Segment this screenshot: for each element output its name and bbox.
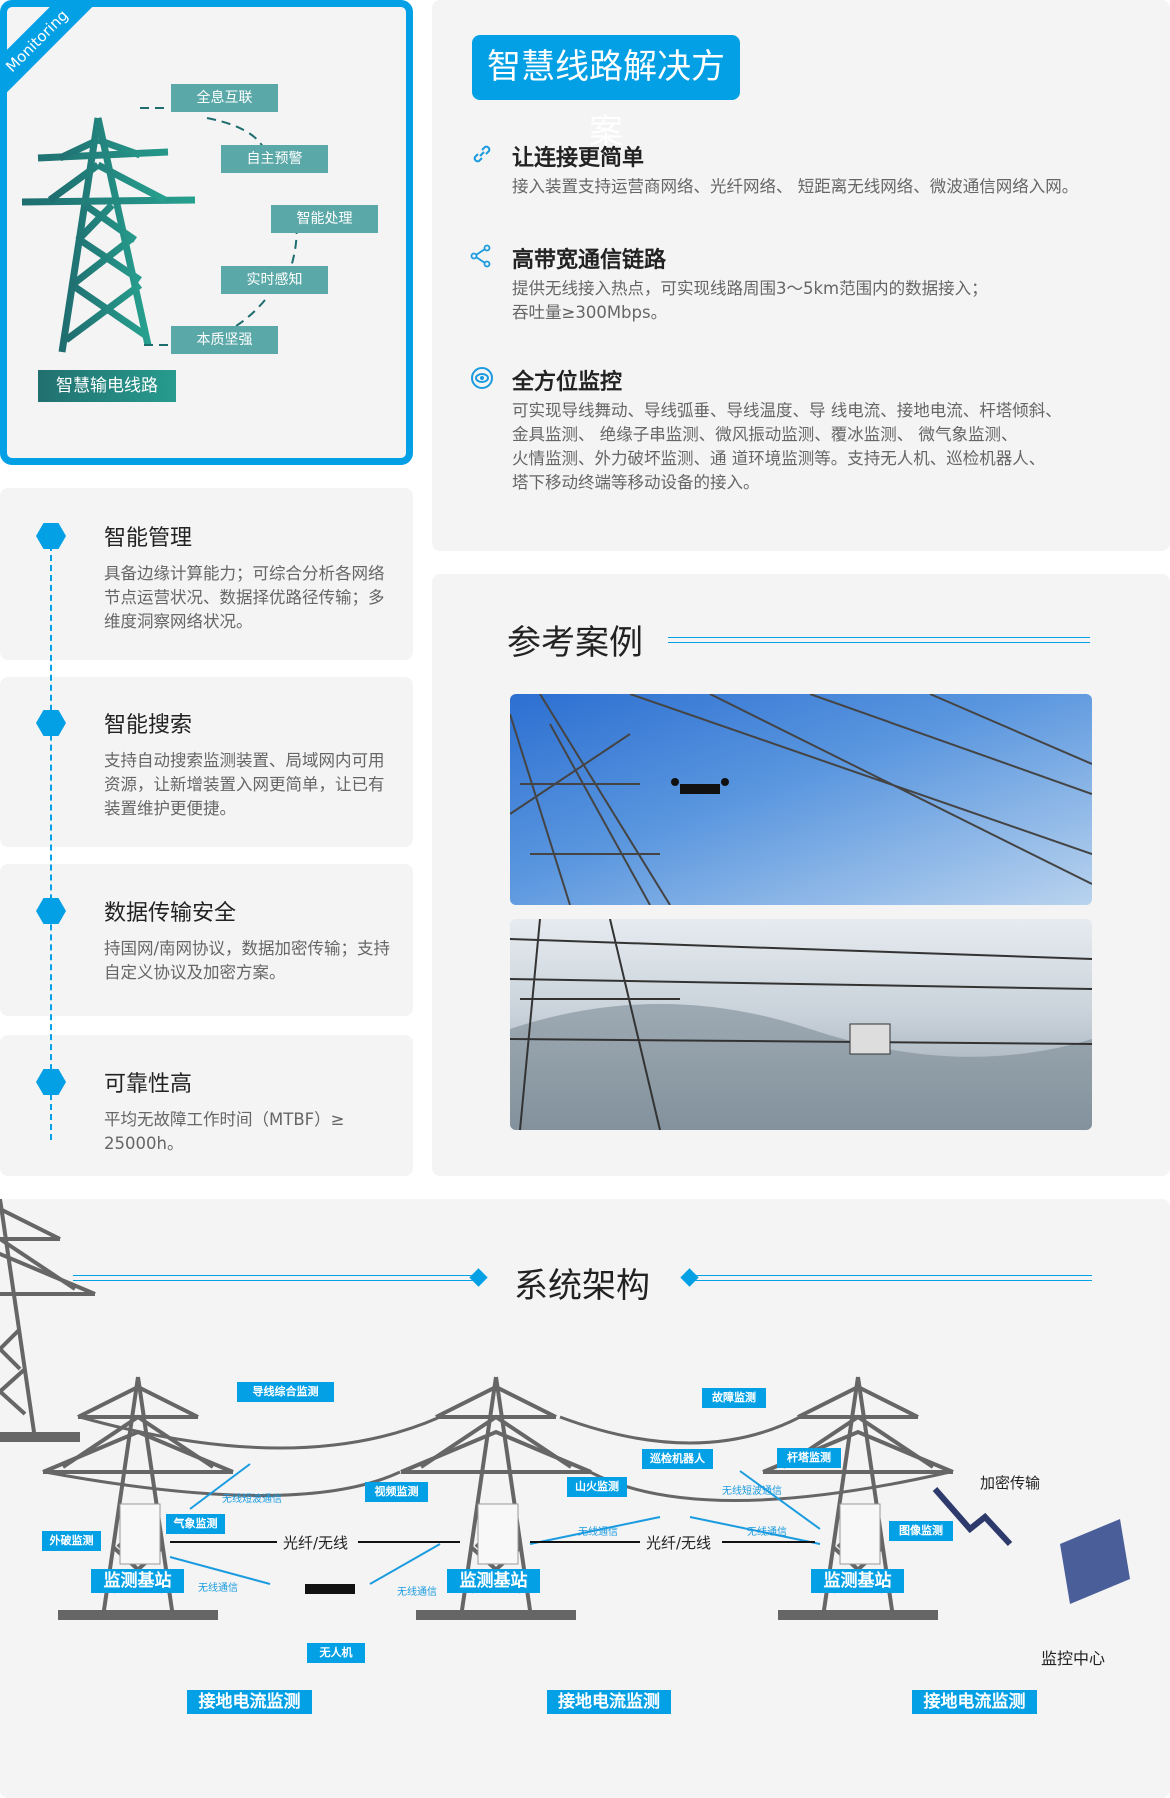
share-nodes-icon — [470, 244, 491, 268]
hero-title: 智慧输电线路 — [38, 370, 176, 402]
feature-desc: 具备边缘计算能力；可综合分析各网络节点运营状况、数据择优路径传输；多维度洞察网络… — [104, 564, 385, 631]
feature-heading: 全方位监控 — [512, 370, 623, 395]
hero-label: 实时感知 — [221, 266, 328, 294]
eye-icon — [471, 367, 493, 389]
label-monitoring-station: 监测基站 — [447, 1569, 540, 1593]
feature-desc: 平均无故障工作时间（MTBF）≥ 25000h。 — [104, 1110, 345, 1153]
title-divider — [668, 637, 1090, 643]
wireless-label: 无线通信 — [578, 1527, 618, 1538]
label-tower-monitoring: 杆塔监测 — [777, 1448, 841, 1468]
case-photo-line-robot — [510, 919, 1092, 1130]
feature-desc: 持国网/南网协议，数据加密传输；支持自定义协议及加密方案。 — [104, 939, 391, 982]
title-divider — [73, 1275, 478, 1281]
feature-card: 智能管理具备边缘计算能力；可综合分析各网络节点运营状况、数据择优路径传输；多维度… — [0, 488, 413, 660]
hero-label: 自主预警 — [221, 145, 328, 173]
architecture-title: 系统架构 — [514, 1266, 650, 1306]
label-monitoring-station: 监测基站 — [91, 1569, 184, 1593]
feature-card: 智能搜索支持自动搜索监测装置、局域网内可用资源，让新增装置入网更简单，让已有装置… — [0, 677, 413, 847]
control-center-label: 监控中心 — [1035, 1645, 1112, 1669]
feature-desc: 火情监测、外力破坏监测、通 道环境监测等。支持无人机、巡检机器人、 — [512, 449, 1046, 468]
system-architecture-diagram — [0, 1199, 1130, 1622]
label-ground-current: 接地电流监测 — [912, 1690, 1037, 1714]
feature-desc: 可实现导线舞动、导线弧垂、导线温度、导 线电流、接地电流、杆塔倾斜、 — [512, 401, 1062, 420]
wireless-label: 无线通信 — [198, 1583, 238, 1594]
label-image-monitoring: 图像监测 — [889, 1521, 953, 1541]
wireless-label: 无线短波通信 — [722, 1486, 782, 1497]
feature-desc: 提供无线接入热点，可实现线路周围3～5km范围内的数据接入； — [512, 279, 988, 298]
case-photo-drone — [510, 694, 1092, 905]
feature-desc: 接入装置支持运营商网络、光纤网络、 短距离无线网络、微波通信网络入网。 — [512, 177, 1079, 196]
transmission-tower-illustration — [21, 107, 298, 353]
label-conductor-monitoring: 导线综合监测 — [237, 1382, 334, 1402]
wireless-label: 无线短波通信 — [222, 1494, 282, 1505]
feature-heading: 高带宽通信链路 — [512, 248, 667, 273]
feature-heading: 让连接更简单 — [512, 146, 645, 171]
cases-title: 参考案例 — [507, 623, 643, 663]
label-external-damage-monitoring: 外破监测 — [42, 1531, 101, 1551]
feature-desc: 吞吐量≥300Mbps。 — [512, 303, 668, 322]
feature-desc: 金具监测、 绝缘子串监测、微风振动监测、覆冰监测、 微气象监测、 — [512, 425, 1018, 444]
hero-card: Monitoring 全息互联 自主预警 智能处理 实时感知 本质坚强 智慧输电… — [0, 0, 413, 465]
label-video-monitoring: 视频监测 — [365, 1482, 428, 1502]
label-fire-monitoring: 山火监测 — [567, 1477, 627, 1497]
label-inspection-robot: 巡检机器人 — [642, 1449, 713, 1469]
hero-label: 本质坚强 — [171, 326, 278, 354]
title-divider — [692, 1275, 1092, 1281]
feature-title: 可靠性高 — [104, 1072, 193, 1097]
label-fault-monitoring: 故障监测 — [702, 1388, 766, 1408]
label-weather-monitoring: 气象监测 — [166, 1514, 225, 1534]
feature-desc: 塔下移动终端等移动设备的接入。 — [512, 473, 760, 492]
wireless-label: 无线通信 — [397, 1587, 437, 1598]
feature-title: 智能管理 — [104, 526, 193, 551]
feature-desc: 支持自动搜索监测装置、局域网内可用资源，让新增装置入网更简单，让已有装置维护更便… — [104, 751, 385, 818]
link-label: 光纤/无线 — [277, 1532, 355, 1553]
link-icon — [473, 145, 491, 163]
hero-label: 全息互联 — [171, 84, 278, 112]
hero-label: 智能处理 — [271, 205, 378, 233]
label-ground-current: 接地电流监测 — [187, 1690, 312, 1714]
label-monitoring-station: 监测基站 — [811, 1569, 904, 1593]
feature-card: 数据传输安全持国网/南网协议，数据加密传输；支持自定义协议及加密方案。 — [0, 864, 413, 1016]
encrypt-label: 加密传输 — [974, 1472, 1047, 1493]
label-ground-current: 接地电流监测 — [547, 1690, 671, 1714]
label-drone: 无人机 — [307, 1643, 365, 1663]
feature-title: 数据传输安全 — [104, 901, 237, 926]
solution-title: 智慧线路解决方案 — [472, 35, 740, 152]
timeline-line — [50, 545, 52, 1140]
feature-title: 智能搜索 — [104, 713, 193, 738]
wireless-label: 无线通信 — [747, 1527, 787, 1538]
feature-card: 可靠性高平均无故障工作时间（MTBF）≥ 25000h。 — [0, 1035, 413, 1176]
link-label: 光纤/无线 — [640, 1532, 718, 1553]
